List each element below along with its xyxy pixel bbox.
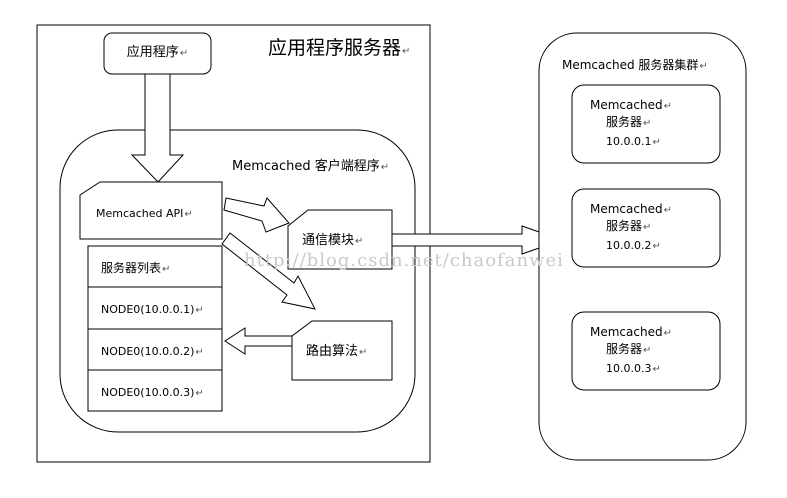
server-list-header-text: 服务器列表	[101, 261, 162, 275]
cluster-node-2-ip: 10.0.0.2↵	[606, 239, 661, 253]
paragraph-mark: ↵	[195, 388, 204, 399]
node-name-text: Memcached	[590, 98, 663, 112]
cluster-node-1-role: 服务器↵	[606, 115, 652, 130]
paragraph-mark: ↵	[195, 305, 204, 316]
paragraph-mark: ↵	[643, 118, 652, 129]
cluster-node-1-name: Memcached↵	[590, 98, 672, 113]
server-list-row: NODE0(10.0.0.1)↵	[101, 303, 204, 317]
cluster-node-2-role: 服务器↵	[606, 219, 652, 234]
watermark-text: http://blog.csdn.net/chaofanwei	[244, 250, 564, 271]
cluster-title: Memcached 服务器集群↵	[562, 58, 708, 73]
node-name-text: Memcached	[590, 325, 663, 339]
routing-label: 路由算法↵	[306, 344, 368, 360]
app-server-title-text: 应用程序服务器	[268, 37, 402, 59]
server-list-row-text: NODE0(10.0.0.3)	[101, 386, 195, 399]
arrow-app-to-api	[130, 73, 185, 183]
application-label-text: 应用程序	[126, 45, 179, 60]
node-name-text: Memcached	[590, 202, 663, 216]
paragraph-mark: ↵	[380, 162, 390, 173]
comm-module-label-text: 通信模块	[302, 233, 355, 248]
paragraph-mark: ↵	[179, 48, 189, 59]
arrow-api-to-routing	[221, 232, 316, 310]
cluster-node-3-name: Memcached↵	[590, 325, 672, 340]
arrow-api-to-comm	[223, 197, 290, 233]
server-list-row: NODE0(10.0.0.2)↵	[101, 345, 204, 359]
cluster-node-1	[571, 84, 721, 164]
node-ip-text: 10.0.0.2	[606, 239, 652, 252]
routing-label-text: 路由算法	[306, 344, 359, 359]
paragraph-mark: ↵	[359, 347, 368, 358]
paragraph-mark: ↵	[699, 61, 708, 72]
node-role-text: 服务器	[606, 219, 643, 233]
arrow-routing-to-list	[224, 327, 293, 355]
paragraph-mark: ↵	[663, 328, 672, 339]
cluster-node-1-ip: 10.0.0.1↵	[606, 135, 661, 149]
comm-module-label: 通信模块↵	[302, 233, 364, 249]
api-label-text: Memcached API	[96, 207, 184, 220]
routing-card	[291, 320, 393, 381]
cluster-title-text: Memcached 服务器集群	[562, 58, 699, 72]
paragraph-mark: ↵	[643, 222, 652, 233]
paragraph-mark: ↵	[652, 364, 661, 375]
node-ip-text: 10.0.0.1	[606, 135, 652, 148]
paragraph-mark: ↵	[643, 345, 652, 356]
server-list-header: 服务器列表↵	[101, 261, 171, 276]
paragraph-mark: ↵	[402, 46, 411, 57]
client-title-text: Memcached 客户端程序	[232, 159, 380, 174]
paragraph-mark: ↵	[652, 137, 661, 148]
node-role-text: 服务器	[606, 115, 643, 129]
cluster-node-3-role: 服务器↵	[606, 342, 652, 357]
cluster-node-3	[571, 311, 721, 391]
comm-module-card	[287, 209, 393, 270]
node-ip-text: 10.0.0.3	[606, 362, 652, 375]
api-card	[79, 181, 223, 240]
node-role-text: 服务器	[606, 342, 643, 356]
paragraph-mark: ↵	[663, 101, 672, 112]
server-list-row-text: NODE0(10.0.0.1)	[101, 303, 195, 316]
cluster-node-2	[571, 188, 721, 268]
application-label: 应用程序↵	[104, 45, 211, 61]
paragraph-mark: ↵	[162, 264, 171, 275]
cluster-node-3-ip: 10.0.0.3↵	[606, 362, 661, 376]
server-list-row: NODE0(10.0.0.3)↵	[101, 386, 204, 400]
api-label: Memcached API↵	[96, 207, 193, 221]
paragraph-mark: ↵	[184, 209, 193, 220]
cluster-node-2-name: Memcached↵	[590, 202, 672, 217]
paragraph-mark: ↵	[652, 241, 661, 252]
server-list-row-text: NODE0(10.0.0.2)	[101, 345, 195, 358]
client-title: Memcached 客户端程序↵	[232, 159, 390, 175]
paragraph-mark: ↵	[195, 347, 204, 358]
paragraph-mark: ↵	[663, 205, 672, 216]
paragraph-mark: ↵	[355, 236, 364, 247]
app-server-title: 应用程序服务器↵	[268, 37, 411, 60]
